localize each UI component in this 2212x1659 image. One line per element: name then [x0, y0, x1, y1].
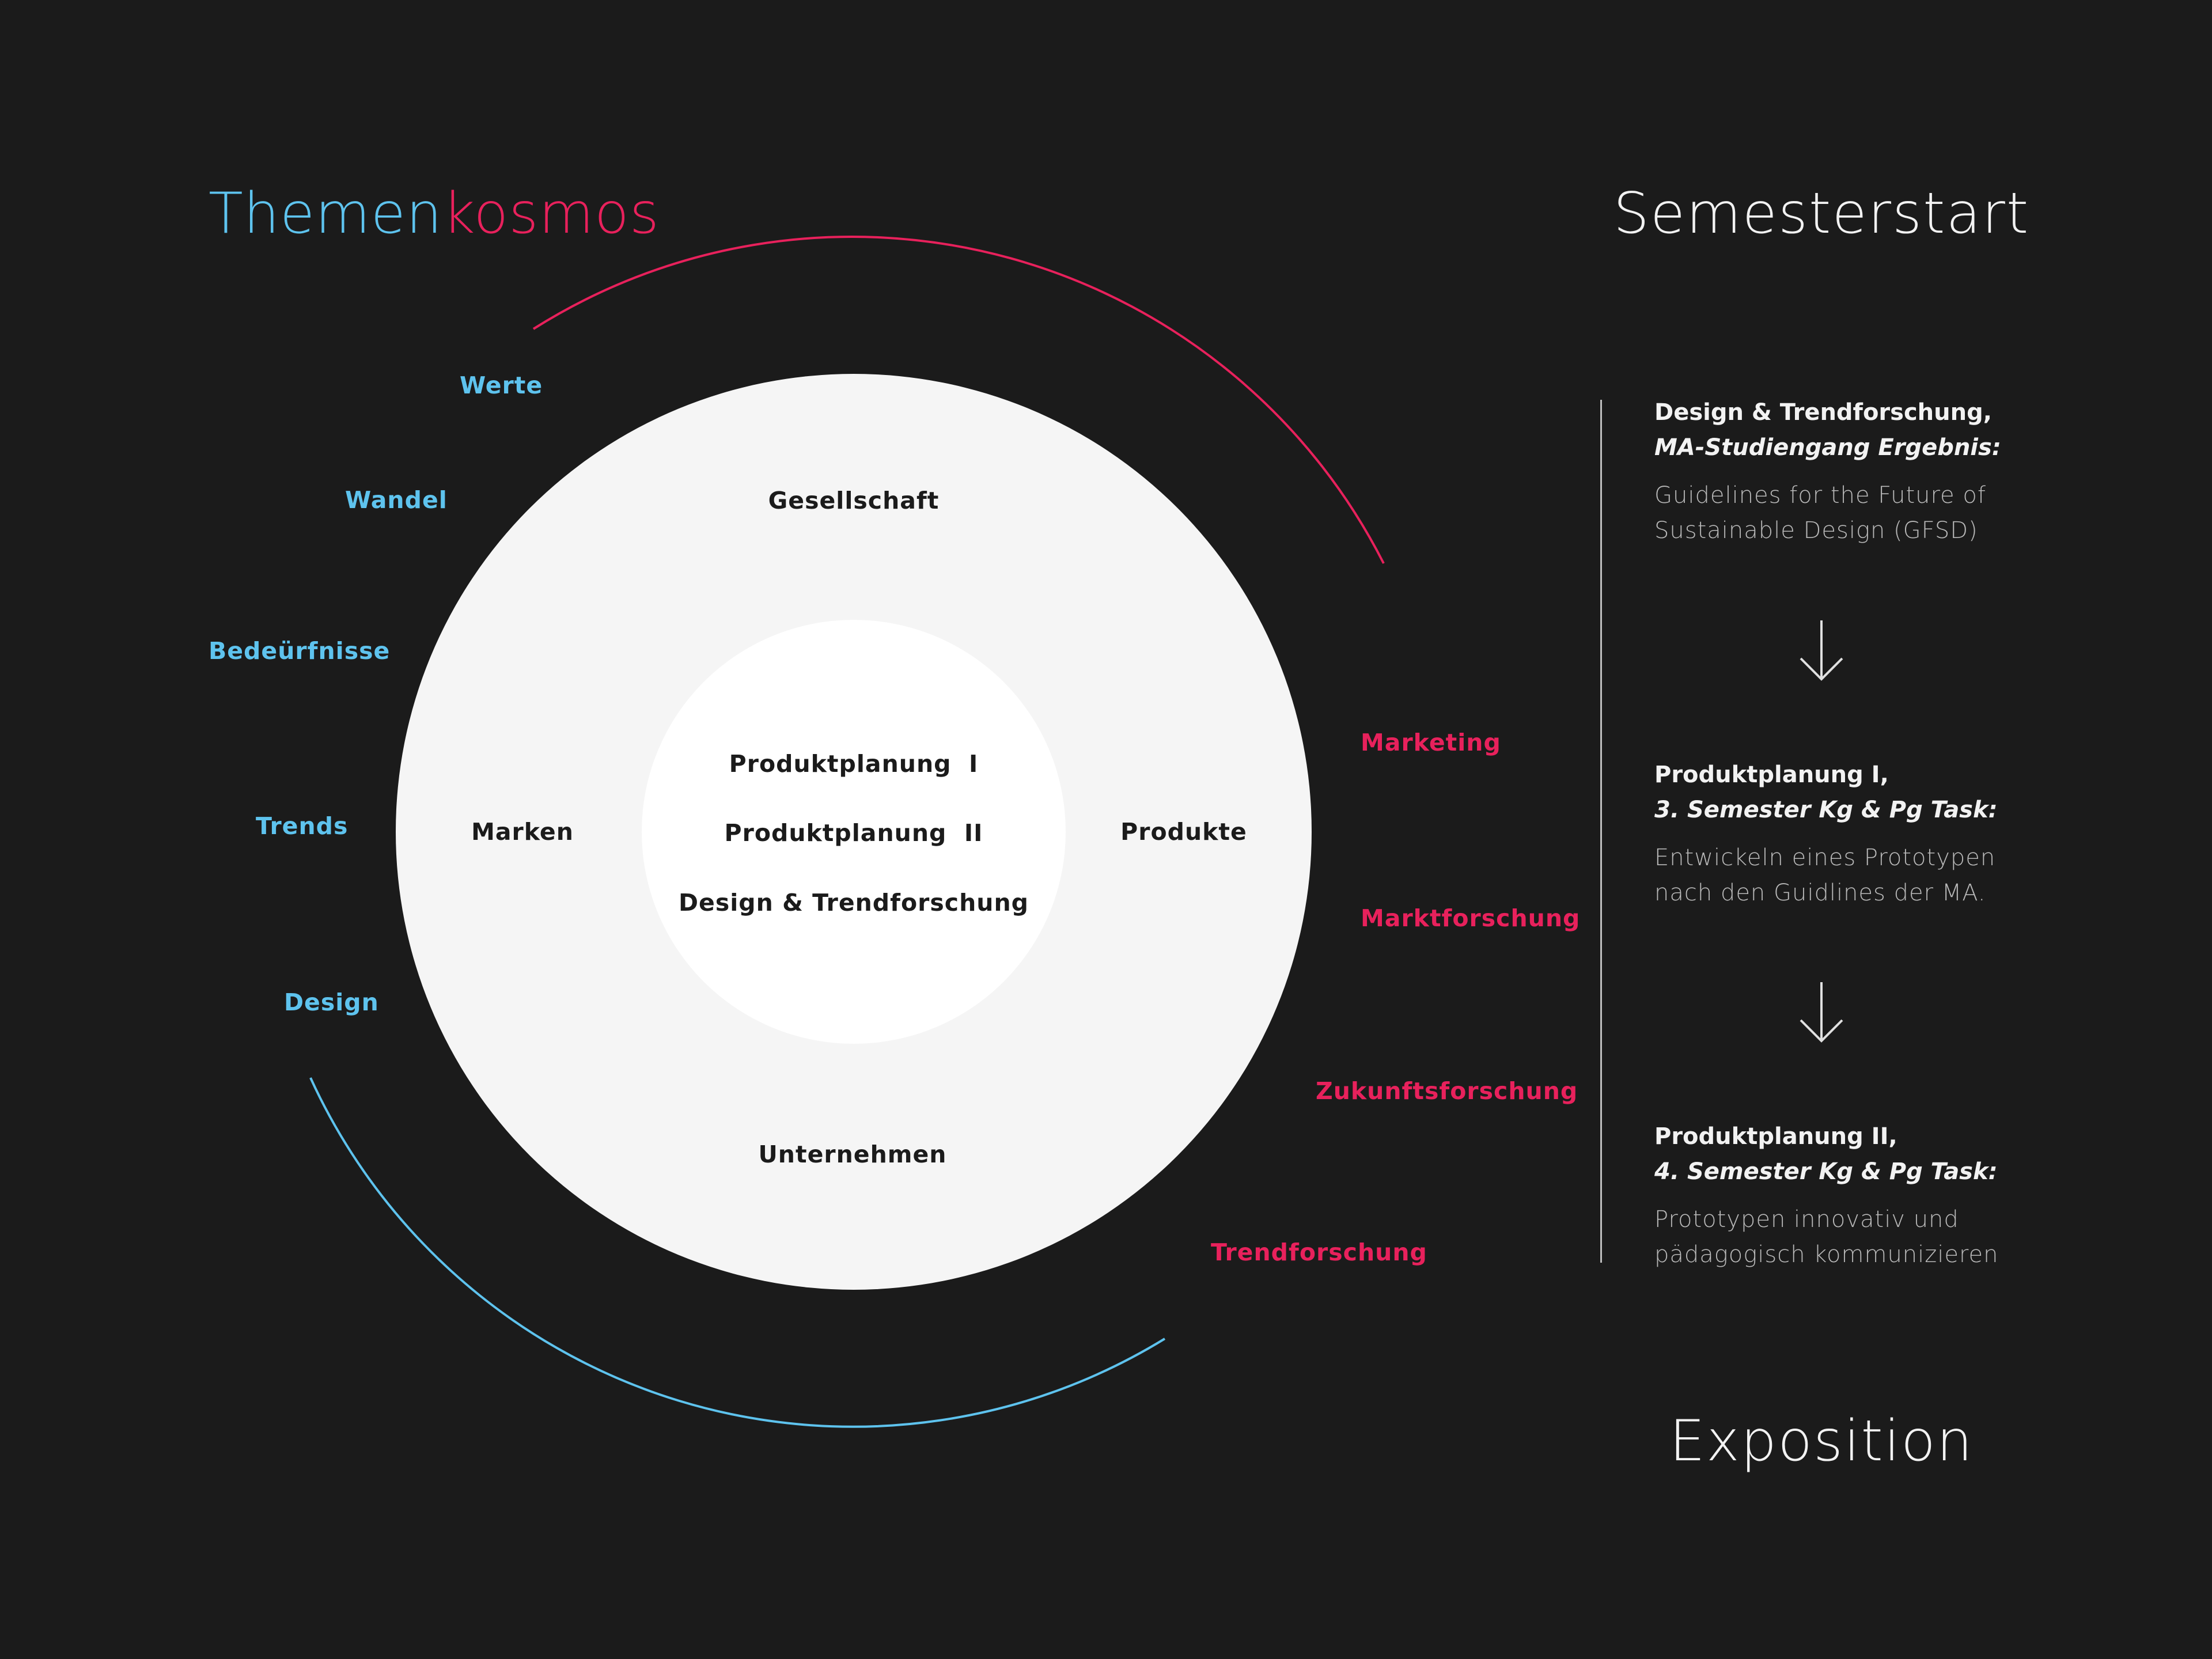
step-1-body-line-1: Guidelines for the Future of: [1654, 482, 1986, 509]
label-trendforschung: Trendforschung: [1211, 1238, 1427, 1266]
label-wandel: Wandel: [345, 486, 448, 514]
timeline-end-title: Exposition: [1669, 1408, 1974, 1474]
blue-arc: [309, 1077, 1166, 1428]
step-1-heading: Design & Trendforschung,: [1654, 399, 1992, 426]
label-bedeurfnisse: Bedeürfnisse: [209, 637, 391, 665]
inner-circle: [642, 620, 1066, 1044]
arrow-down-icon: [1800, 982, 1843, 1043]
center-label-produktplanung-2: Produktplanung II: [724, 819, 983, 847]
label-werte: Werte: [460, 372, 543, 399]
step-3-body-line-2: pädagogisch kommunizieren: [1654, 1241, 1999, 1268]
label-marktforschung: Marktforschung: [1361, 904, 1581, 932]
step-2-body-line-1: Entwickeln eines Prototypen: [1654, 844, 1996, 871]
step-1-subheading: MA-Studiengang Ergebnis:: [1654, 434, 2001, 461]
timeline-start-title: Semesterstart: [1613, 181, 2030, 247]
step-2-subheading: 3. Semester Kg & Pg Task:: [1654, 797, 1998, 823]
ring-label-gesellschaft: Gesellschaft: [768, 487, 940, 514]
label-zukunftsforschung: Zukunftsforschung: [1316, 1077, 1578, 1105]
timeline-line: [1600, 400, 1602, 1263]
step-2-body-line-2: nach den Guidlines der MA.: [1654, 880, 1986, 906]
ring-label-unternehmen: Unternehmen: [758, 1141, 947, 1168]
ring-label-marken: Marken: [471, 818, 574, 846]
ring-label-produkte: Produkte: [1120, 818, 1247, 846]
timeline-step-3: Produktplanung II, 4. Semester Kg & Pg T…: [1654, 1119, 1999, 1272]
step-3-subheading: 4. Semester Kg & Pg Task:: [1654, 1158, 1998, 1185]
title-part-themen: Themen: [209, 181, 443, 247]
step-3-heading: Produktplanung II,: [1654, 1123, 1897, 1150]
center-label-produktplanung-1: Produktplanung I: [729, 750, 979, 778]
step-1-body-line-2: Sustainable Design (GFSD): [1654, 517, 1978, 544]
diagram-title: Themenkosmos: [209, 185, 660, 242]
pink-arc: [532, 235, 1385, 564]
timeline-step-1: Design & Trendforschung, MA-Studiengang …: [1654, 395, 2001, 548]
center-label-design-trendforschung: Design & Trendforschung: [678, 889, 1029, 916]
title-part-kosmos: kosmos: [442, 181, 660, 247]
timeline-step-2: Produktplanung I, 3. Semester Kg & Pg Ta…: [1654, 757, 1998, 911]
label-marketing: Marketing: [1361, 729, 1501, 756]
step-2-heading: Produktplanung I,: [1654, 762, 1889, 788]
label-design: Design: [284, 988, 379, 1016]
label-trends: Trends: [256, 812, 349, 840]
arrow-down-icon: [1800, 620, 1843, 681]
step-3-body-line-1: Prototypen innovativ und: [1654, 1206, 1959, 1233]
